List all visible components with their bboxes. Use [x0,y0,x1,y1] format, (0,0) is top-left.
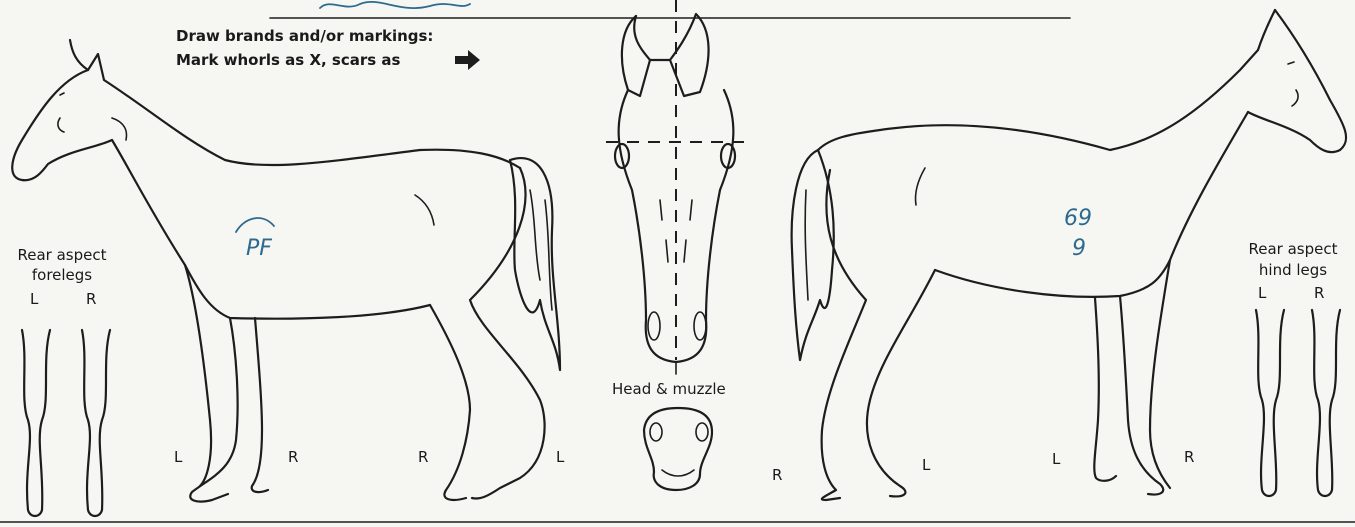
brand-pf-annotation: PF [246,236,272,261]
left-horse-leg-L: L [174,448,182,466]
top-handwriting [320,2,470,8]
rear-hindlegs-right: R [1314,284,1324,302]
left-horse-hind-L: L [556,448,564,466]
rear-hindlegs-left: L [1258,284,1266,302]
right-horse-hind-L: L [922,456,930,474]
rear-forelegs-title-2: forelegs [0,266,124,284]
rear-hindlegs-drawing [1256,310,1340,496]
scar-arrow-icon [455,50,480,70]
rear-forelegs-drawing [22,330,110,516]
rear-forelegs-right: R [86,290,96,308]
brand-9-annotation: 9 [1072,236,1086,261]
instruction-line-2: Mark whorls as X, scars as [176,51,400,69]
right-horse-hind-R: R [772,466,782,484]
rear-hindlegs-title-1: Rear aspect [1232,240,1354,258]
head-muzzle-label: Head & muzzle [612,380,726,398]
right-horse-fore-L: L [1052,450,1060,468]
front-head [606,0,744,374]
left-horse-leg-R: R [288,448,298,466]
brand-arc-mark [236,218,274,232]
brand-69-annotation: 69 [1064,206,1092,231]
left-horse-hind-R: R [418,448,428,466]
muzzle [644,408,712,490]
rear-forelegs-left: L [30,290,38,308]
instruction-line-1: Draw brands and/or markings: [176,27,433,45]
rear-hindlegs-title-2: hind legs [1232,261,1354,279]
right-horse-fore-R: R [1184,448,1194,466]
rear-forelegs-title-1: Rear aspect [0,246,124,264]
